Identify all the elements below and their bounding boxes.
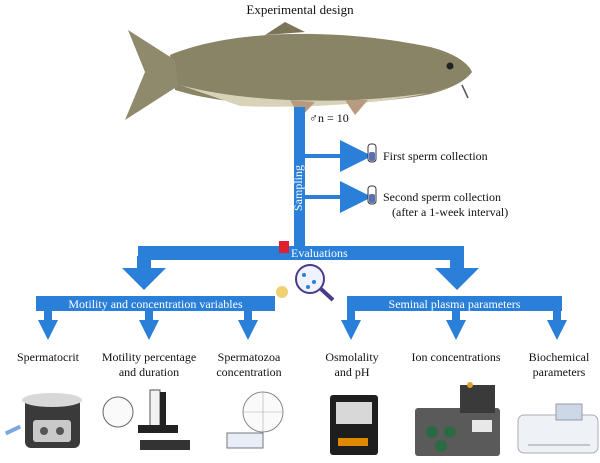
counting-chamber-image (226, 391, 284, 449)
second-collection-note: (after a 1-week interval) (392, 205, 509, 219)
sampling-label: Sampling (291, 164, 305, 211)
group-title-seminal: Seminal plasma parameters (388, 297, 521, 311)
osmometer-image (330, 395, 378, 455)
param-spermatocrit: Spermatocrit (17, 350, 79, 364)
param-motility: Motility percentage and duration (101, 350, 197, 379)
sperm-icon (276, 286, 288, 298)
spectrophotometer-image (517, 403, 599, 454)
param-osmolality: Osmolality and pH (325, 350, 379, 379)
centrifuge-image (4, 393, 82, 448)
group-bar-motility (36, 296, 275, 311)
test-tube-icon (367, 143, 377, 163)
param-biochemical: Biochemical parameters (528, 350, 590, 379)
left-group-arrow (122, 256, 166, 290)
group-title-motility: Motility and concentration variables (68, 297, 243, 311)
param-arrow-spermatocrit (38, 311, 58, 340)
sampling-trunk (294, 107, 305, 254)
sample-marker-icon (279, 241, 289, 253)
evaluations-bar (138, 246, 464, 260)
fish-image (125, 22, 472, 120)
first-collection-label: First sperm collection (383, 149, 488, 163)
diagram-title: Experimental design (246, 2, 354, 17)
second-collection-label: Second sperm collection (383, 190, 501, 204)
magnifier-icon (295, 264, 335, 302)
param-arrow-biochemical (547, 311, 567, 340)
microscope-image (102, 389, 190, 450)
sample-size-label: ♂n = 10 (309, 111, 349, 125)
param-concentration: Spermatozoa concentration (216, 350, 282, 379)
param-arrow-concentration (238, 311, 258, 340)
param-ions: Ion concentrations (411, 350, 501, 364)
group-bar-seminal (347, 296, 562, 311)
evaluations-label: Evaluations (291, 246, 348, 260)
param-arrow-osmolality (341, 311, 361, 340)
param-arrow-ions (446, 311, 466, 340)
right-group-arrow (435, 256, 479, 290)
photometer-image (415, 382, 500, 456)
test-tube-icon (367, 185, 377, 205)
param-arrow-motility (139, 311, 159, 340)
